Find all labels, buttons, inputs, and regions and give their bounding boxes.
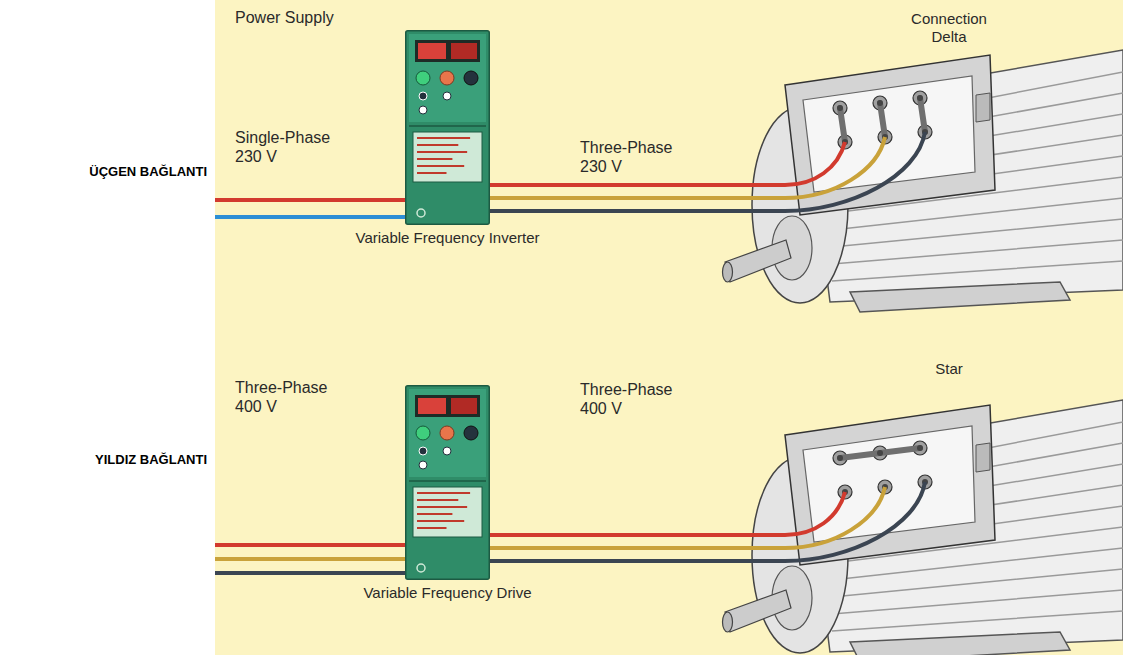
supply-label: Three-Phase 400 V <box>235 378 345 416</box>
plate-marking <box>417 137 470 139</box>
small-button <box>419 461 427 469</box>
supply-wires <box>215 200 405 573</box>
plate-marking <box>417 527 447 529</box>
section-title: YILDIZ BAĞLANTI <box>20 452 207 468</box>
control-panel <box>409 34 486 122</box>
terminal-area <box>785 358 995 565</box>
cable-label-holder: Three-Phase 400 V <box>580 380 690 418</box>
motor-illustration <box>723 400 1123 655</box>
motor-terminal-box: Star <box>785 358 995 565</box>
panel-divider <box>409 480 486 482</box>
delta-bridges <box>840 98 925 142</box>
frequency-inverter: Variable Frequency Drive <box>405 385 490 580</box>
motor-illustration <box>723 50 1123 312</box>
plate-marking <box>417 492 470 494</box>
label-holder: Single-Phase 230 V <box>235 128 345 166</box>
cable-conductor <box>490 209 785 213</box>
small-button <box>443 92 451 100</box>
label-holder: ÜÇGEN BAĞLANTI <box>20 164 207 180</box>
control-panel <box>409 389 486 477</box>
terminal-drawing <box>785 358 995 565</box>
panel-divider <box>409 125 486 127</box>
display-frame <box>415 395 480 417</box>
cable-conductor <box>490 559 785 563</box>
plate-marking <box>417 520 464 522</box>
label-holder: Three-Phase 400 V <box>235 378 345 416</box>
wire-label: Three-Phase 230 V <box>580 138 690 176</box>
plate-marking <box>417 144 458 146</box>
small-button <box>419 106 427 114</box>
small-button <box>419 447 427 455</box>
run-button <box>416 71 430 85</box>
run-button <box>416 426 430 440</box>
display-segment <box>451 398 477 414</box>
small-button <box>443 447 451 455</box>
mode-button <box>464 71 478 85</box>
three-phase-cable <box>490 535 785 561</box>
mode-button <box>464 426 478 440</box>
small-button <box>419 92 427 100</box>
connection-label: Star <box>905 360 993 378</box>
section-title: ÜÇGEN BAĞLANTI <box>20 164 207 180</box>
plate-marking <box>417 506 467 508</box>
frequency-inverter: Variable Frequency Inverter <box>405 30 490 225</box>
three-phase-cable <box>490 185 785 211</box>
stop-button <box>440 71 454 85</box>
plate-marking <box>417 158 452 160</box>
cable-conductor <box>490 196 785 200</box>
motor-terminal-box: Connection Delta <box>785 8 995 215</box>
plate-marking <box>417 499 458 501</box>
wire-label: Three-Phase 400 V <box>580 380 690 418</box>
rating-plate <box>413 487 482 537</box>
device-label: Variable Frequency Inverter <box>328 229 568 247</box>
plate-marking <box>417 151 467 153</box>
cable-conductor <box>490 546 785 550</box>
star-bridge <box>840 448 920 458</box>
supply-label: Single-Phase 230 V <box>235 128 345 166</box>
inverter-drawing <box>405 385 490 580</box>
plate-marking <box>417 513 452 515</box>
terminal-leads <box>785 132 925 561</box>
terminal-area <box>785 8 995 215</box>
inverter-drawing <box>405 30 490 225</box>
plate-marking <box>417 172 447 174</box>
display-frame <box>415 40 480 62</box>
display-segment <box>418 398 446 414</box>
indicator-lamp <box>417 564 425 572</box>
label-holder: YILDIZ BAĞLANTI <box>20 452 207 468</box>
connection-label: Connection Delta <box>905 10 993 46</box>
device-label: Variable Frequency Drive <box>328 584 568 602</box>
inverter-housing <box>406 31 490 225</box>
display-segment <box>451 43 477 59</box>
cable-conductor <box>490 533 785 537</box>
label-holder: Power Supply <box>235 8 385 27</box>
cable-conductor <box>490 183 785 187</box>
inverter-housing <box>406 386 490 580</box>
rating-plate <box>413 132 482 182</box>
stop-button <box>440 426 454 440</box>
indicator-lamp <box>417 209 425 217</box>
plate-marking <box>417 165 464 167</box>
supply-heading: Power Supply <box>235 8 385 27</box>
display-segment <box>418 43 446 59</box>
cable-label-holder: Three-Phase 230 V <box>580 138 690 176</box>
